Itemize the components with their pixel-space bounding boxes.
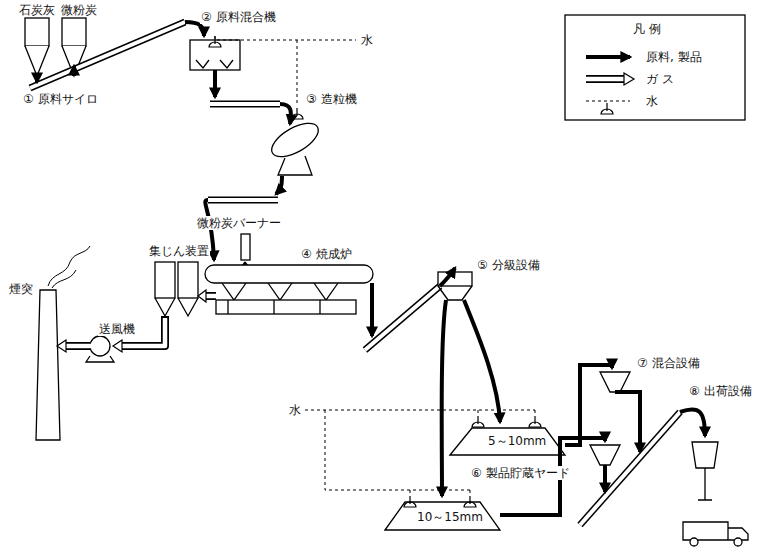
equipment-label: 水 (288, 403, 302, 417)
equipment-label: 石炭灰 (18, 3, 56, 17)
equipment-label: ⑥ 製品貯蔵ヤード (470, 466, 571, 480)
equipment-label: 微粉炭バーナー (196, 216, 282, 230)
equipment-label: ⑧ 出荷設備 (688, 384, 753, 398)
equipment-label: ⑦ 混合設備 (636, 356, 701, 370)
equipment-label: 5～10mm (487, 434, 547, 448)
equipment-label: 送風機 (98, 322, 136, 336)
equipment-label: 煙突 (8, 282, 34, 296)
equipment-label: 凡 例 (632, 22, 662, 36)
equipment-label: 10～15mm (416, 510, 484, 524)
equipment-label: ⑤ 分級設備 (476, 258, 541, 272)
equipment-label: 水 (360, 33, 374, 47)
equipment-label: 集じん装置 (148, 244, 210, 258)
equipment-label: ④ 焼成炉 (300, 247, 353, 261)
legend-text: 原料, 製品 (645, 50, 703, 64)
equipment-label: ① 原料サイロ (22, 92, 99, 106)
equipment-label: ③ 造粒機 (305, 92, 358, 106)
legend-text: ガ ス (645, 72, 675, 86)
equipment-label: 微粉炭 (60, 3, 98, 17)
equipment-label: ② 原料混合機 (200, 10, 277, 24)
legend-text: 水 (645, 94, 659, 108)
